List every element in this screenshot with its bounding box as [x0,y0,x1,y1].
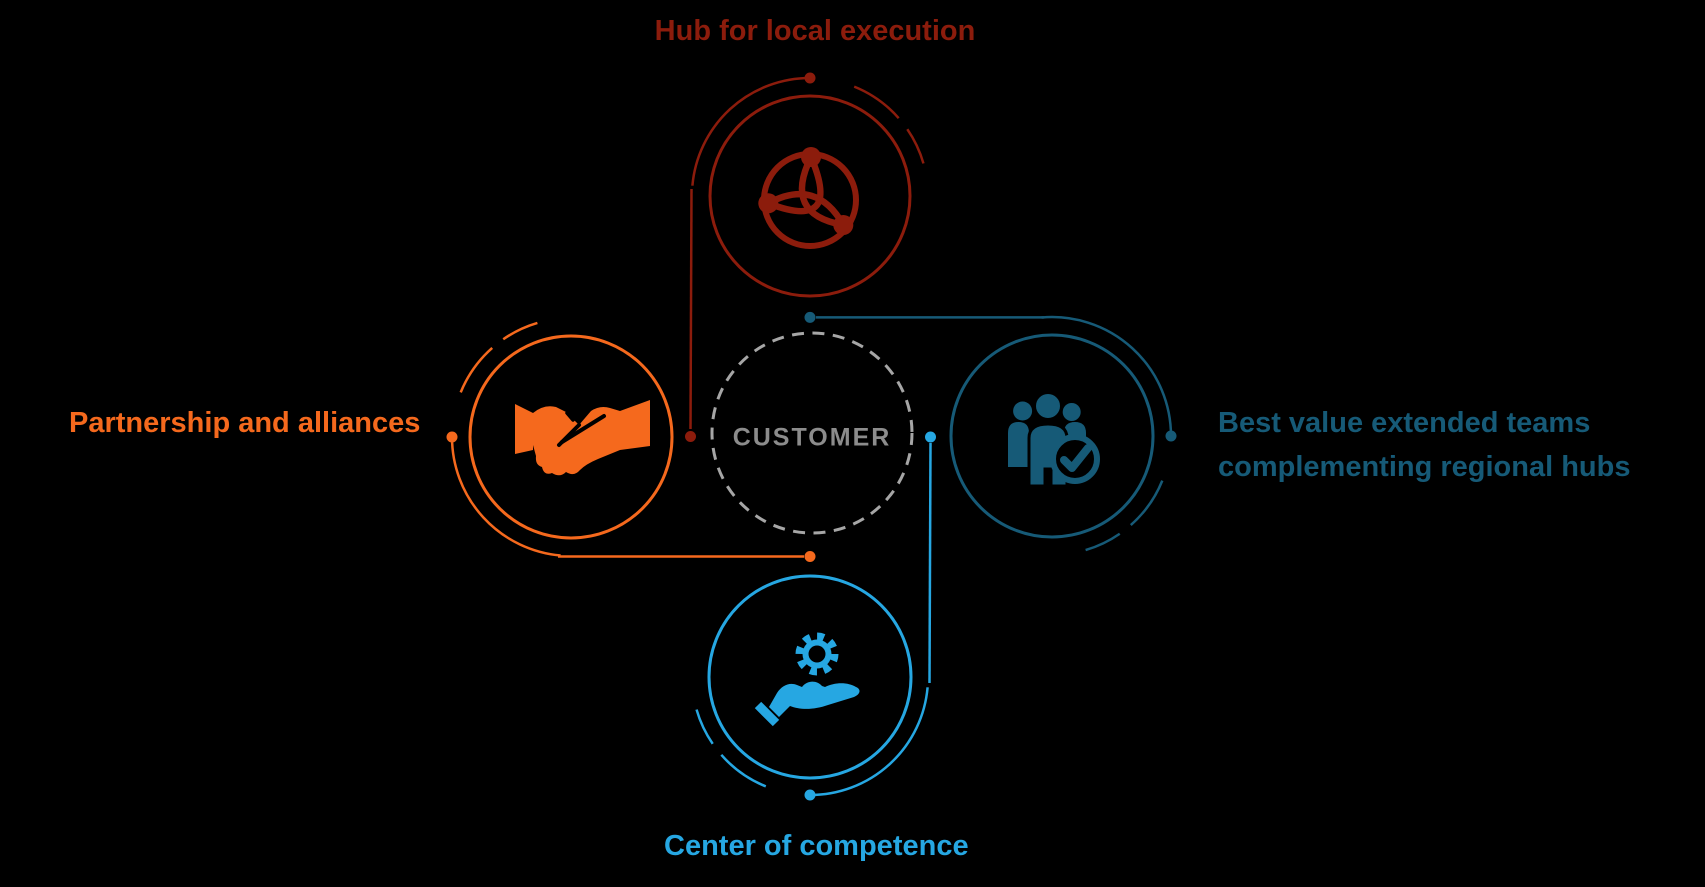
partnership-connector-dot [804,551,816,562]
hand-cuff-shape [754,701,780,727]
competence-ring-arc [809,687,929,797]
hub-connector-dot [685,431,696,442]
partnership-node [446,317,816,562]
customer-dashed-circle [710,331,914,535]
competence-connector-line [928,442,932,684]
competence-label: Center of competence [664,830,969,862]
teams-label: Best value extended teams complementing … [1218,401,1631,489]
team-check-icon [1008,391,1100,488]
competence-circle [707,574,913,780]
partnership-label: Partnership and alliances [69,407,421,439]
hub-ring-dashes [853,85,929,180]
competence-ring-dot [804,789,816,801]
hub-ring-arc [691,76,811,186]
competence-node [691,431,936,801]
partnership-circle [468,334,674,540]
competence-connector-dot [925,431,936,443]
partnership-ring-dashes [459,317,555,393]
teams-ring-dot [1165,430,1177,442]
customer-label: CUSTOMER [732,423,892,452]
hand-gear-icon [754,632,860,727]
gear-icon [795,632,839,676]
teams-connector-dot [804,311,816,323]
competence-ring-dashes [691,693,767,788]
teams-label-line1: Best value extended teams [1218,407,1591,439]
hub-label: Hub for local execution [654,15,976,47]
teams-circle [949,333,1155,539]
teams-label-line2: complementing regional hubs [1218,451,1631,483]
handshake-icon [515,400,650,476]
network-icon [758,147,859,249]
partnership-ring-dot [446,431,458,443]
teams-node [804,311,1177,556]
hub-node [685,72,929,442]
hub-circle [708,94,912,298]
partnership-ring-arc [450,436,561,557]
teams-ring-arc [1041,315,1173,437]
hub-ring-dot [804,72,816,84]
teams-ring-dashes [1068,480,1164,556]
hub-connector-line [689,188,693,430]
open-hand-shape [769,681,860,717]
